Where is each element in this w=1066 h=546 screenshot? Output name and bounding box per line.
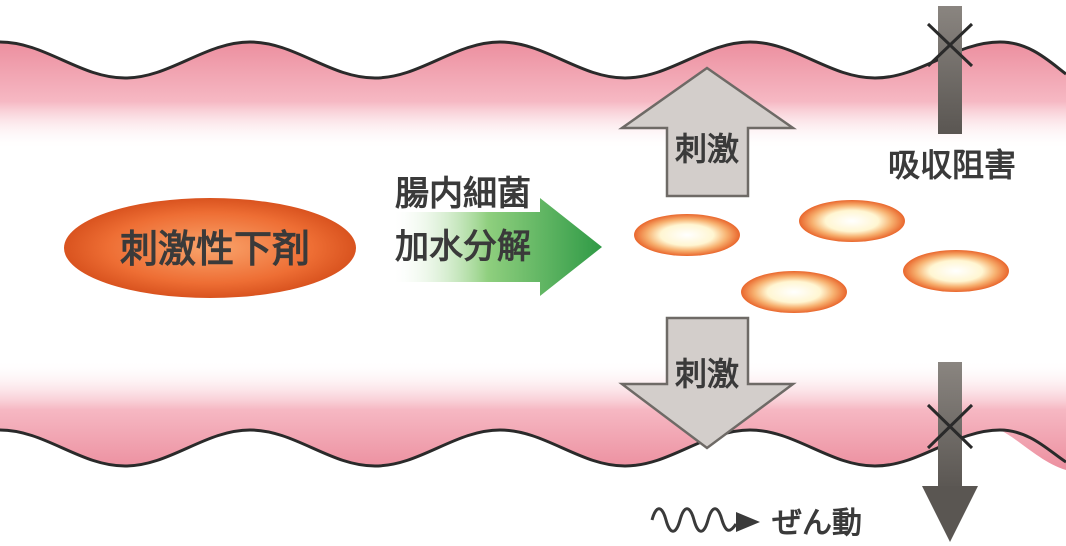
stimulus-down-label: 刺激: [675, 355, 739, 393]
upper-wall-edge: [0, 40, 1066, 80]
stimulus-up-label: 刺激: [675, 130, 739, 168]
stimulus-down-arrow: 刺激: [618, 316, 797, 450]
metabolite-particles: [634, 200, 1009, 313]
process-label-line1: 腸内細菌: [395, 174, 531, 214]
particle: [903, 250, 1009, 292]
absorption-block-upper: [926, 6, 974, 134]
x-mark-icon: [926, 403, 974, 450]
particle: [634, 214, 740, 256]
laxative-label: 刺激性下剤: [120, 227, 310, 271]
peristalsis-legend: ぜん動: [650, 506, 862, 541]
particle: [741, 271, 847, 313]
x-mark-icon: [926, 22, 974, 68]
upper-intestine-wall: [0, 0, 1066, 150]
lower-intestine-wall: [0, 360, 1066, 470]
wave-arrow-icon: [650, 507, 760, 533]
lower-wall-edge: [0, 428, 1066, 468]
laxative-capsule: 刺激性下剤: [64, 198, 356, 298]
absorption-block-lower: [922, 362, 978, 542]
process-label-line2: 加水分解: [395, 227, 531, 267]
hydrolysis-arrow: [395, 198, 602, 296]
stimulus-up-arrow: 刺激: [618, 66, 797, 198]
absorption-block-label: 吸収阻害: [888, 146, 1016, 184]
particle: [799, 200, 905, 242]
peristalsis-label: ぜん動: [772, 506, 862, 541]
